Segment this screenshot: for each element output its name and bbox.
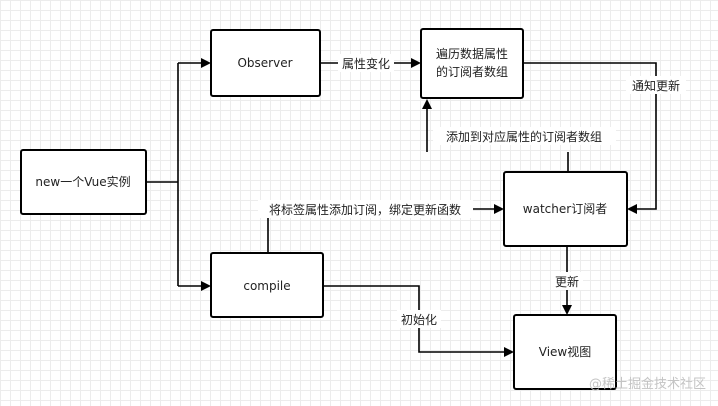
label-notify-update: 通知更新 [632, 78, 680, 93]
node-compile-label: compile [243, 279, 290, 293]
node-new-vue: new一个Vue实例 [20, 149, 147, 215]
arrow-head [504, 347, 514, 357]
edge-dep-to-watcher [523, 62, 657, 210]
label-init: 初始化 [401, 313, 437, 327]
label-property-change: 属性变化 [342, 56, 390, 71]
arrow-head [627, 204, 637, 214]
label-add-to-dep: 添加到对应属性的订阅者数组 [446, 129, 602, 144]
node-new-vue-label: new一个Vue实例 [35, 174, 130, 189]
node-watcher: watcher订阅者 [503, 171, 628, 247]
arrow-head [201, 281, 211, 291]
node-observer: Observer [210, 29, 321, 97]
node-compile: compile [210, 252, 324, 318]
label-update: 更新 [555, 274, 579, 289]
label-bind-update: 将标签属性添加订阅，绑定更新函数 [269, 202, 461, 217]
node-observer-label: Observer [237, 56, 292, 70]
node-watcher-label: watcher订阅者 [523, 202, 607, 216]
arrow-head [422, 99, 432, 109]
node-dep-list-label-2: 的订阅者数组 [436, 64, 508, 79]
arrow-head [494, 204, 504, 214]
arrow-head [411, 58, 421, 68]
arrow-head [201, 58, 211, 68]
node-view-label: View视图 [539, 344, 591, 359]
edge-labels: 属性变化 通知更新 添加到对应属性的订阅者数组 将标签属性添加订阅，绑定更新函数… [258, 54, 686, 328]
node-dep-list: 遍历数据属性 的订阅者数组 [420, 28, 524, 99]
node-view: View视图 [513, 314, 617, 390]
node-dep-list-label-1: 遍历数据属性 [436, 46, 508, 61]
arrow-head [562, 305, 572, 315]
watermark: @稀土掘金技术社区 [589, 376, 706, 392]
